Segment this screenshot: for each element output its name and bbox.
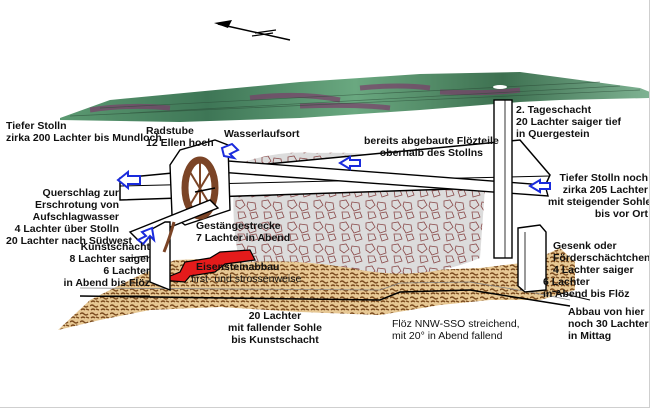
label-line: 20 Lachter <box>248 310 302 322</box>
flow-arrow-icon <box>220 142 240 160</box>
label-line: Querschlag zur <box>42 187 119 199</box>
label-line: in Abend bis Flöz <box>63 277 150 289</box>
label-abbau: Abbau von hier noch 30 Lachter in Mittag <box>568 306 649 342</box>
day-shaft <box>493 99 513 259</box>
label-line: Radstube <box>146 125 194 137</box>
label-line: Kunstschacht <box>80 241 150 253</box>
label-line: Gestängestrecke <box>196 220 281 232</box>
north-arrow-icon <box>214 20 291 41</box>
label-querschlag: Querschlag zur Erschrotung von Aufschlag… <box>6 187 133 247</box>
water-flow-arrows <box>116 142 551 246</box>
label-line: Gesenk oder <box>553 240 617 252</box>
label-gesenk-floez: 6 Lachter in Abend bis Flöz <box>543 276 630 300</box>
label-tiefer-stolln: Tiefer Stolln zirka 200 Lachter bis Mund… <box>6 120 162 144</box>
label-radstube: Radstube 12 Ellen hoch <box>146 125 214 149</box>
label-line: 4 Lachter saiger <box>553 264 634 276</box>
label-line: bis vor Ort <box>594 208 648 220</box>
label-line: Abbau von hier <box>568 306 645 318</box>
label-line: 4 Lachter über Stolln <box>14 223 119 235</box>
flow-arrow-icon <box>116 169 141 191</box>
iron-ore-stope <box>159 249 256 283</box>
label-tiefer-stolln-noch: Tiefer Stolln noch zirka 205 Lachter mit… <box>548 172 650 220</box>
label-line: Förderschächtchen <box>553 252 650 264</box>
label-line: in Abend bis Flöz <box>543 288 630 300</box>
label-wasserlaufsort: Wasserlaufsort <box>224 128 299 140</box>
label-tageschacht: 2. Tageschacht 20 Lachter saiger tief in… <box>516 104 621 140</box>
label-line: 20 Lachter nach Südwest <box>6 235 133 247</box>
label-kunstschacht: Kunstschacht 8 Lachter saiger 6 Lachter … <box>20 241 150 289</box>
label-line: oberhalb des Stollns <box>379 147 484 159</box>
label-line: 20 Lachter saiger tief <box>516 116 622 128</box>
flow-arrow-icon <box>528 178 551 194</box>
flow-arrow-icon <box>338 155 361 171</box>
label-line: in Mittag <box>568 330 612 342</box>
label-line: 2. Tageschacht <box>516 104 592 116</box>
label-line: Tiefer Stolln noch <box>559 172 648 184</box>
terrain-surface <box>60 72 649 122</box>
label-line: bis Kunstschacht <box>231 334 319 346</box>
label-line: Flöz NNW-SSO streichend, <box>392 318 520 330</box>
gesenk-shaft <box>517 224 547 293</box>
label-line: 7 Lachter in Abend <box>196 232 291 244</box>
label-line: Erschrotung von <box>34 199 119 211</box>
label-line: Eisensteinabbau <box>196 261 280 273</box>
label-line: bereits abgebaute Flözteile <box>364 135 499 147</box>
label-line: 6 Lachter <box>103 265 150 277</box>
label-abgebaute-floezteile: bereits abgebaute Flözteile oberhalb des… <box>364 135 499 159</box>
label-zwanzig-lachter: 20 Lachter mit fallender Sohle bis Kunst… <box>228 310 322 346</box>
label-line: mit fallender Sohle <box>228 322 322 334</box>
label-line: Aufschlagwasser <box>32 211 119 223</box>
label-gestaengestrecke: Gestängestrecke 7 Lachter in Abend <box>196 220 290 244</box>
label-line: zirka 200 Lachter bis Mundloch <box>6 132 162 144</box>
label-line: 12 Ellen hoch <box>146 137 214 149</box>
leader-lines <box>92 255 591 301</box>
label-line: 6 Lachter <box>543 276 590 288</box>
label-line: noch 30 Lachter <box>568 318 649 330</box>
label-line: Wasserlaufsort <box>224 128 300 140</box>
label-eisensteinabbau: Eisensteinabbau <box>196 261 279 273</box>
water-wheel-icon <box>181 156 219 220</box>
label-line: mit 20° in Abend fallend <box>392 330 503 342</box>
label-first-strossenweise: first- und strossenweise <box>191 273 301 285</box>
flow-arrow-icon <box>136 226 156 246</box>
label-line: 8 Lachter saiger <box>69 253 150 265</box>
label-line: zirka 205 Lachter <box>562 184 648 196</box>
lower-gallery <box>79 281 571 307</box>
label-line: mit steigender Sohle <box>548 196 650 208</box>
label-line: in Quergestein <box>516 128 590 140</box>
label-gesenk: Gesenk oder Förderschächtchen 4 Lachter … <box>553 240 650 276</box>
kunstschacht-shaft <box>149 221 176 292</box>
label-floez: Flöz NNW-SSO streichend, mit 20° in Aben… <box>392 318 520 342</box>
label-line: Tiefer Stolln <box>6 120 67 132</box>
label-line: first- und strossenweise <box>191 273 302 285</box>
